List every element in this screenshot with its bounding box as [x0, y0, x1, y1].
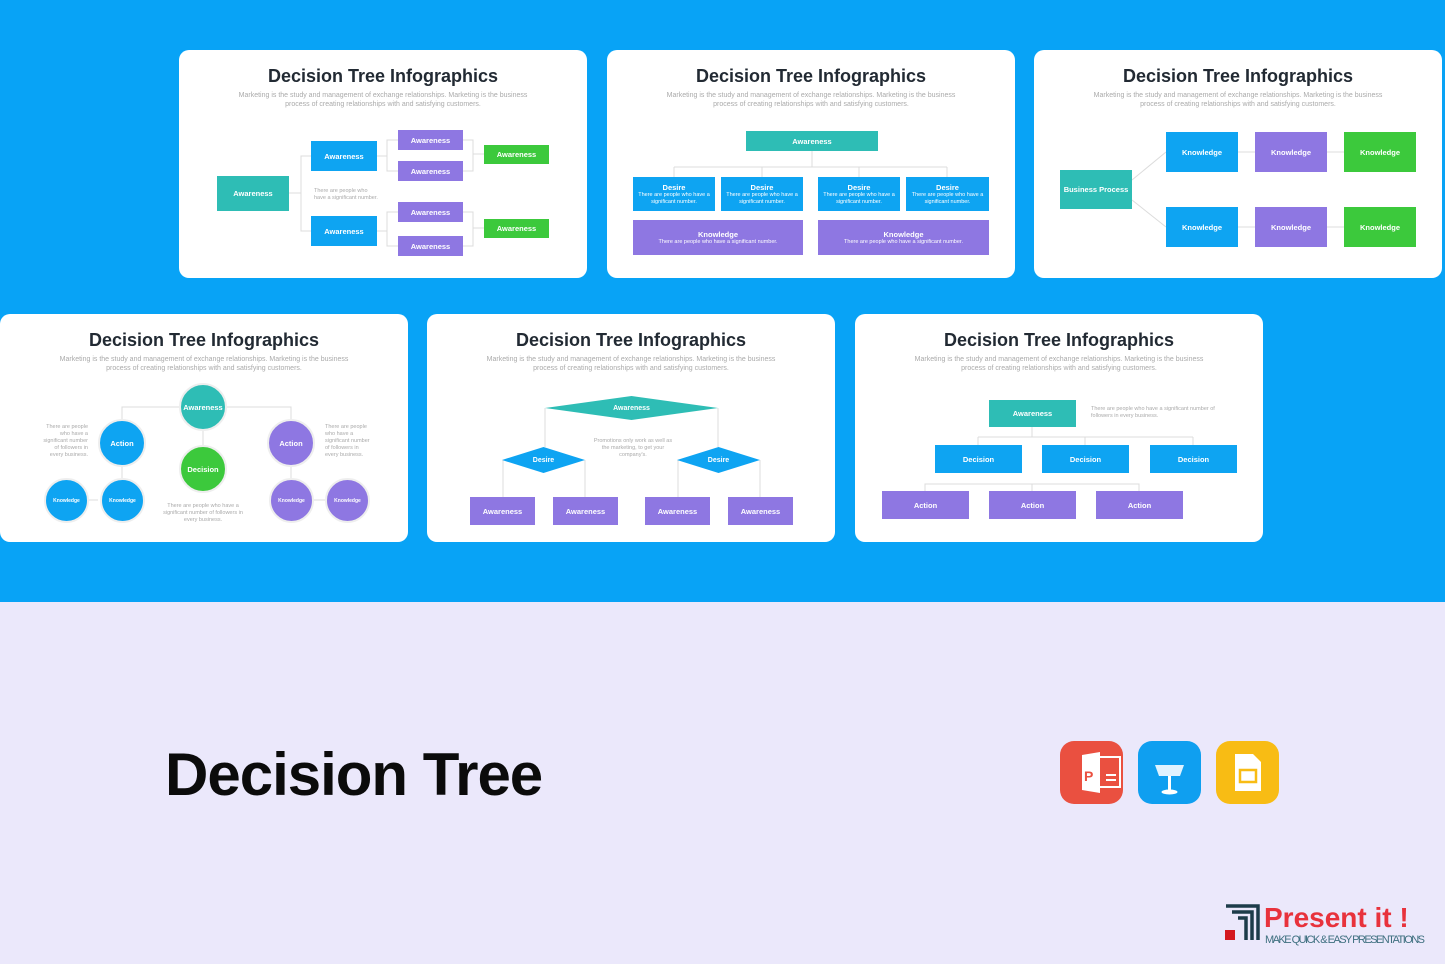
- leaf-node: Awareness: [398, 236, 463, 256]
- google-slides-icon[interactable]: [1216, 741, 1279, 804]
- slide-subtitle: Marketing is the study and management of…: [59, 356, 349, 372]
- note-text: Promotions only work as well as the mark…: [593, 438, 673, 458]
- slide-title: Decision Tree Infographics: [695, 66, 927, 86]
- slide-subtitle: Marketing is the study and management of…: [1093, 92, 1383, 108]
- note-text: There are people who have a significant …: [1091, 406, 1215, 419]
- awareness-node: Awareness: [989, 400, 1076, 427]
- desire-label: Desire: [750, 183, 774, 192]
- leaf-node: Awareness: [398, 130, 463, 150]
- brand-tagline: MAKE QUICK & EASY PRESENTATIONS: [1265, 934, 1425, 946]
- leaf-node: Awareness: [728, 497, 793, 525]
- slide-preview-2[interactable]: Decision Tree Infographics Marketing is …: [607, 50, 1015, 278]
- desire-text: There are people who have a significant …: [638, 192, 710, 205]
- keynote-icon[interactable]: [1138, 741, 1201, 804]
- connector-lines: [289, 139, 484, 247]
- leaf-node: Awareness: [398, 202, 463, 222]
- desire-text: There are people who have a significant …: [911, 192, 984, 205]
- slide-preview-3[interactable]: Decision Tree Infographics Marketing is …: [1034, 50, 1442, 278]
- knowledge-circle: Knowledge: [100, 478, 145, 523]
- brand-logo: Present it ! MAKE QUICK & EASY PRESENTAT…: [1224, 900, 1429, 951]
- leaf-node: Awareness: [645, 497, 710, 525]
- branch-node: Awareness: [311, 141, 377, 171]
- connector-lines: [673, 151, 948, 177]
- brand-name: Present it !: [1264, 902, 1409, 933]
- knowledge-node: Knowledge: [1166, 207, 1238, 247]
- knowledge-node: Knowledge: [1255, 132, 1327, 172]
- knowledge-circle: Knowledge: [269, 478, 314, 523]
- root-node: Business Process: [1060, 170, 1132, 209]
- knowledge-node: Knowledge: [1255, 207, 1327, 247]
- awareness-circle: Awareness: [179, 383, 227, 431]
- svg-text:P: P: [1084, 768, 1093, 784]
- decision-node: Decision: [1042, 445, 1129, 473]
- knowledge-node: Knowledge: [1344, 132, 1416, 172]
- knowledge-node: Knowledge: [1166, 132, 1238, 172]
- knowledge-label: Knowledge: [883, 229, 924, 239]
- slide-subtitle: Marketing is the study and management of…: [486, 356, 776, 372]
- bottom-note: There are people who have a significant …: [163, 503, 243, 523]
- connector-lines: [502, 408, 761, 497]
- desire-text: There are people who have a significant …: [823, 192, 895, 205]
- leaf-node: Awareness: [553, 497, 618, 525]
- knowledge-label: Knowledge: [697, 229, 738, 239]
- decision-node: Decision: [935, 445, 1022, 473]
- slide-title: Decision Tree Infographics: [88, 330, 320, 350]
- connector-lines: [1131, 151, 1344, 228]
- knowledge-circle: Knowledge: [325, 478, 370, 523]
- end-node: Awareness: [484, 219, 549, 238]
- slide-subtitle: Marketing is the study and management of…: [666, 92, 956, 108]
- action-node: Action: [1096, 491, 1183, 519]
- main-title: Decision Tree: [165, 741, 543, 808]
- action-circle: Action: [267, 419, 315, 467]
- knowledge-circle: Knowledge: [44, 478, 89, 523]
- branch-node: Awareness: [311, 216, 377, 246]
- slide-title: Decision Tree Infographics: [515, 330, 747, 350]
- slide-subtitle: Marketing is the study and management of…: [238, 92, 528, 108]
- slide-title: Decision Tree Infographics: [943, 330, 1175, 350]
- slide-preview-5[interactable]: Decision Tree Infographics Marketing is …: [427, 314, 835, 542]
- desire-label: Desire: [936, 183, 959, 192]
- slide-subtitle: Marketing is the study and management of…: [914, 356, 1204, 372]
- decision-node: Decision: [1150, 445, 1237, 473]
- note-text: There are people who have a significant …: [314, 188, 378, 201]
- action-circle: Action: [98, 419, 146, 467]
- leaf-node: Awareness: [470, 497, 535, 525]
- action-node: Action: [989, 491, 1076, 519]
- top-node: Awareness: [746, 131, 878, 151]
- slide-preview-6[interactable]: Decision Tree Infographics Marketing is …: [855, 314, 1263, 542]
- knowledge-text: There are people who have a significant …: [844, 238, 963, 245]
- end-node: Awareness: [484, 145, 549, 164]
- desire-label: Desire: [847, 183, 871, 192]
- desire-text: There are people who have a significant …: [726, 192, 798, 205]
- leaf-node: Awareness: [398, 161, 463, 181]
- root-node: Awareness: [217, 176, 289, 211]
- slide-title: Decision Tree Infographics: [1122, 66, 1354, 86]
- side-note: There are people who have a significant …: [43, 424, 88, 458]
- action-node: Action: [882, 491, 969, 519]
- powerpoint-icon[interactable]: P: [1060, 741, 1123, 804]
- knowledge-node: Knowledge: [1344, 207, 1416, 247]
- slide-preview-4[interactable]: Decision Tree Infographics Marketing is …: [0, 314, 408, 542]
- side-note: There are people who have a significant …: [325, 424, 370, 458]
- connector-lines: [924, 427, 1194, 491]
- decision-circle: Decision: [179, 445, 227, 493]
- slide-preview-1[interactable]: Decision Tree Infographics Marketing is …: [179, 50, 587, 278]
- knowledge-text: There are people who have a significant …: [658, 238, 778, 245]
- desire-label: Desire: [662, 183, 686, 192]
- slide-title: Decision Tree Infographics: [267, 66, 499, 86]
